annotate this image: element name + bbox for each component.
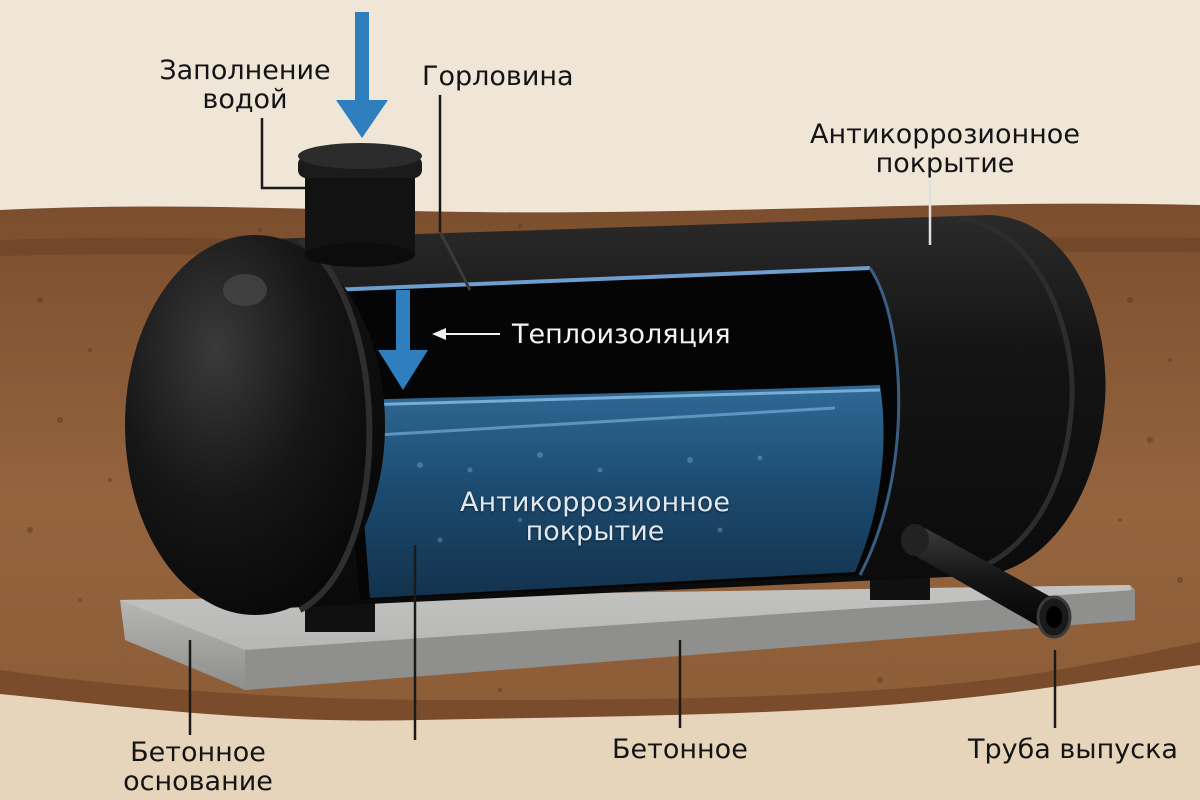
outlet-pipe-hole (1046, 606, 1062, 628)
leader-lines (188, 95, 1057, 740)
inner-arrow (378, 290, 428, 390)
soil-edge (0, 642, 1200, 721)
label-coating-inner: Антикоррозионное покрытие (430, 488, 760, 546)
outlet-pipe-flange (901, 524, 929, 556)
outlet-pipe (905, 528, 1062, 630)
label-water-fill-line1: Заполнение (159, 55, 331, 86)
label-neck: Горловина (422, 61, 574, 92)
leader-water-fill (260, 118, 305, 190)
label-water-fill-line2: водой (202, 84, 288, 115)
manhole-neck-base (305, 243, 415, 267)
insulation-edge (329, 266, 871, 292)
label-coating-inner-line1: Антикоррозионное (460, 487, 730, 518)
label-insulation: Теплоизоляция (512, 319, 731, 350)
tank-rear-ring (959, 215, 1075, 578)
sand-trench (0, 660, 1200, 800)
label-concrete: Бетонное (612, 734, 748, 765)
concrete-slab-front (245, 590, 1135, 690)
tank-end-ring (298, 237, 373, 613)
label-concrete-base: Бетонное основание (108, 738, 288, 796)
water-surface-line (359, 406, 836, 438)
water-surface (359, 388, 881, 407)
insulation-pointer (432, 328, 500, 340)
tank-end-cap (125, 235, 385, 615)
cutaway-edge (858, 267, 901, 576)
neck-seam (438, 231, 472, 291)
tank-highlight (223, 274, 267, 306)
label-coating-inner-line2: покрытие (525, 516, 665, 547)
label-water-fill: Заполнение водой (150, 56, 340, 114)
label-coating-top-line2: покрытие (875, 148, 1015, 179)
label-concrete-base-line1: Бетонное (130, 737, 266, 768)
label-concrete-base-line2: основание (123, 766, 273, 797)
label-coating-top: Антикоррозионное покрытие (780, 120, 1110, 178)
manhole-lid (298, 143, 422, 169)
label-outlet-pipe: Труба выпуска (968, 734, 1178, 765)
water-fill-arrow (336, 12, 388, 138)
label-coating-top-line1: Антикоррозионное (810, 119, 1080, 150)
water-bubbles (417, 452, 763, 543)
water-volume (355, 385, 884, 598)
manhole-neck (305, 170, 415, 255)
